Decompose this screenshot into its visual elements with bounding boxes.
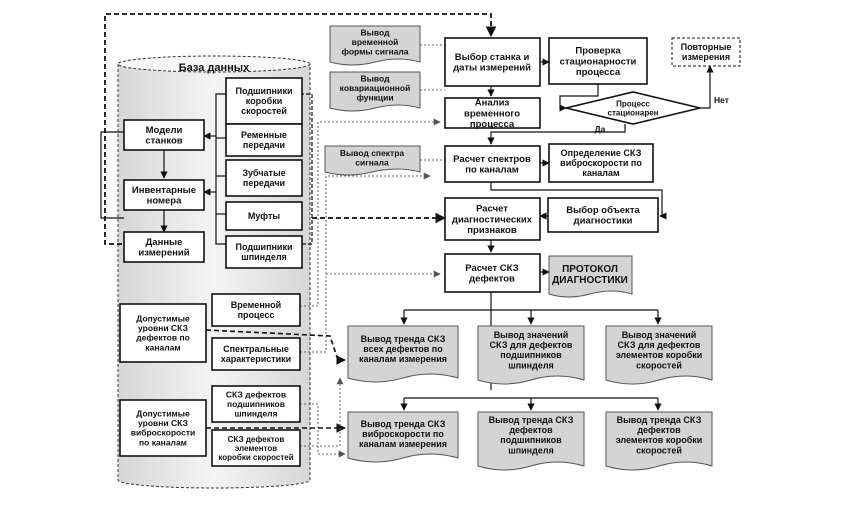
boxes — [119, 37, 741, 467]
trend-gearbox-doc — [605, 411, 713, 471]
select-machine-box — [444, 37, 541, 87]
calc-skz-box — [444, 253, 541, 293]
stationarity-check-box — [548, 37, 648, 85]
spectra-box — [444, 145, 541, 183]
couplings-box — [225, 201, 303, 231]
yes-label: Да — [595, 124, 606, 134]
couplings-label: Муфты — [248, 211, 281, 221]
select-object-box — [547, 197, 659, 233]
vibro-rms-box — [548, 143, 654, 183]
no-label: Нет — [714, 95, 729, 105]
database-title: База данных — [179, 62, 250, 74]
values-gearbox-doc — [605, 325, 713, 385]
spectrum-doc — [324, 145, 421, 176]
time-form-doc — [329, 25, 421, 66]
analysis-box — [444, 97, 541, 129]
repeat-box — [671, 37, 741, 67]
defect-levels-box — [119, 303, 207, 363]
trend-spindle-doc — [477, 411, 585, 471]
covariance-doc — [329, 71, 421, 112]
time-process-box — [211, 293, 301, 327]
data-links — [300, 44, 445, 458]
spectral-box — [211, 337, 301, 371]
skz-spindle-box — [211, 385, 301, 423]
inventory-box — [123, 179, 205, 211]
protocol-doc — [548, 255, 633, 298]
spindle-bearings-box — [225, 235, 303, 269]
skz-gearbox-box — [211, 429, 301, 467]
vibro-levels-box — [119, 399, 207, 457]
diag-features-box — [444, 197, 541, 241]
decision-diamond — [565, 91, 701, 125]
trend-vibro-doc — [347, 411, 459, 463]
values-spindle-doc — [477, 325, 585, 385]
measurements-box — [123, 231, 205, 263]
gear-drives-box — [225, 159, 303, 197]
documents — [324, 25, 713, 471]
trend-all-doc — [347, 325, 459, 383]
belt-drives-box — [225, 123, 303, 157]
connectors — [100, 13, 714, 433]
models-box — [123, 119, 205, 151]
